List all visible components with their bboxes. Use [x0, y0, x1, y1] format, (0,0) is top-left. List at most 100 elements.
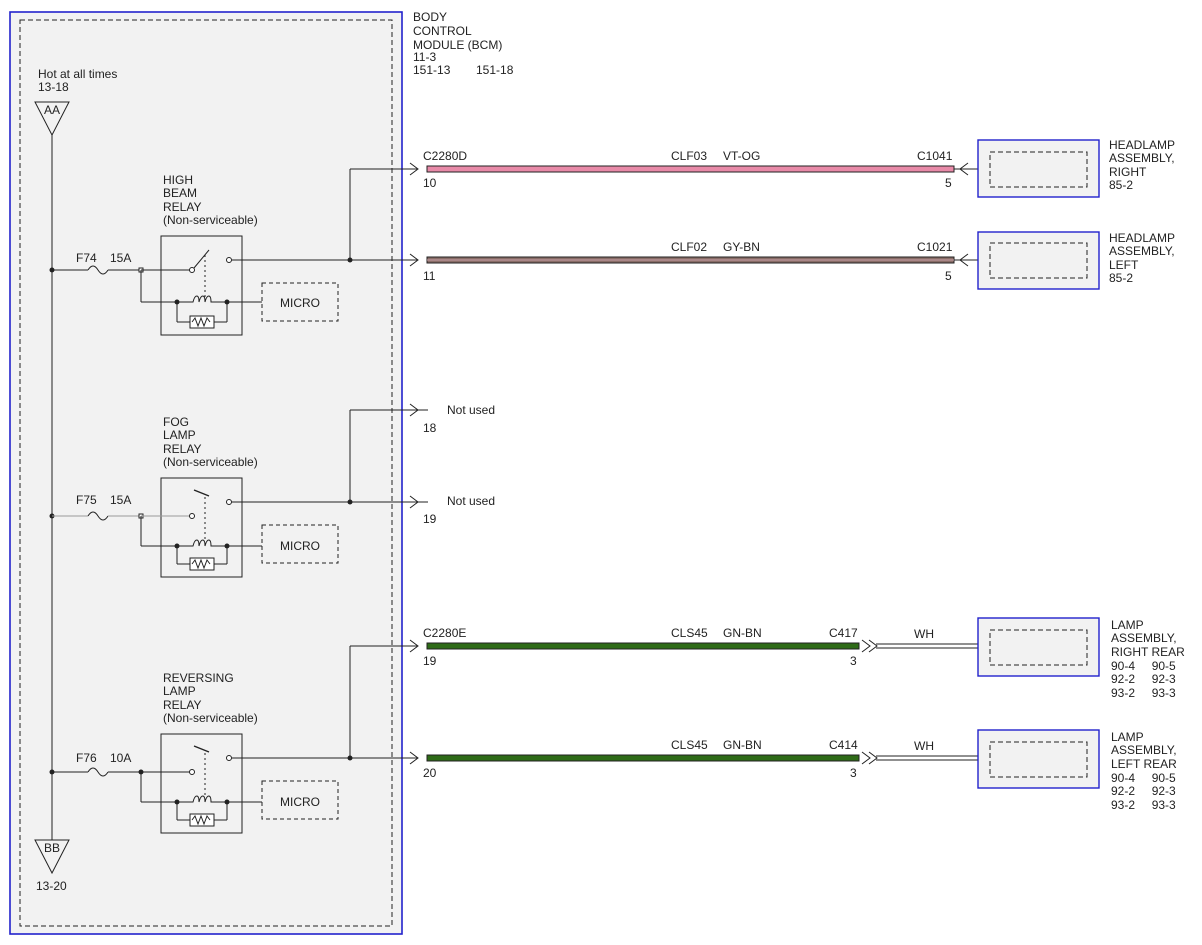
- component-line: LAMP: [1111, 730, 1144, 744]
- fuse-label: F75: [76, 493, 97, 507]
- micro-label: MICRO: [280, 296, 320, 310]
- component-line: ASSEMBLY,: [1111, 631, 1177, 645]
- micro-label: MICRO: [280, 795, 320, 809]
- relay-title-line: HIGH: [163, 173, 193, 187]
- power-ref-bottom: 13-20: [36, 879, 67, 893]
- far-pin: 5: [945, 269, 952, 283]
- circuit-color: VT-OG: [723, 149, 760, 163]
- relay-title-line: FOG: [163, 415, 189, 429]
- bcm-pin: 10: [423, 176, 437, 190]
- power-ref-top: 13-18: [38, 80, 69, 94]
- bcm-title-line-1: BODY: [413, 10, 447, 24]
- component-line: 93-2 93-3: [1111, 686, 1176, 700]
- component-line: 93-2 93-3: [1111, 798, 1176, 812]
- circuit-color: GY-BN: [723, 240, 760, 254]
- relay-fog-lamp: FOG LAMP RELAY (Non-serviceable) F75 15A…: [49, 409, 417, 578]
- bcm-pin: 11: [423, 269, 436, 283]
- fuse-symbol: [87, 511, 109, 521]
- bcm-connector-label: C2280E: [423, 626, 466, 640]
- extension-color: WH: [914, 739, 934, 753]
- circuit-clf03: C2280D 10 CLF03 VT-OG C1041 5: [423, 149, 978, 190]
- relay-title-line: LAMP: [163, 684, 196, 698]
- fuse-symbol: [87, 767, 109, 777]
- bcm-pin: 19: [423, 654, 437, 668]
- fuse-amps: 10A: [110, 751, 131, 765]
- micro-box: [261, 282, 339, 322]
- headlamp-left: HEADLAMP ASSEMBLY, LEFT 85-2: [977, 231, 1175, 290]
- relay-switch-arm: [193, 249, 210, 269]
- component-line: 85-2: [1109, 178, 1133, 192]
- far-pin: 5: [945, 176, 952, 190]
- fuse-label: F74: [76, 251, 97, 265]
- relay-title-line: (Non-serviceable): [163, 213, 258, 227]
- fuse-amps: 15A: [110, 251, 131, 265]
- component-line: 90-4 90-5: [1111, 771, 1176, 785]
- relay-title-line: REVERSING: [163, 671, 234, 685]
- relay-coil: [177, 539, 227, 547]
- bcm-ref-2: 151-13: [413, 63, 451, 77]
- component-line: 85-2: [1109, 271, 1133, 285]
- far-connector-label: C414: [829, 738, 858, 752]
- far-connector-label: C1021: [917, 240, 953, 254]
- bcm-title-line-3: MODULE (BCM): [413, 38, 502, 52]
- fuse-symbol: [87, 265, 109, 275]
- relay-title-line: RELAY: [163, 442, 201, 456]
- relay-reversing-lamp: REVERSING LAMP RELAY (Non-serviceable) F…: [49, 645, 417, 834]
- far-pin: 3: [850, 766, 857, 780]
- component-line: 90-4 90-5: [1111, 659, 1176, 673]
- lamp-right-rear: LAMP ASSEMBLY, RIGHT REAR 90-4 90-5 92-2…: [977, 617, 1185, 700]
- headlamp-right: HEADLAMP ASSEMBLY, RIGHT 85-2: [977, 138, 1175, 198]
- unused-label: Not used: [447, 403, 495, 417]
- bcm-connector-arrows: [409, 162, 428, 765]
- relay-title-line: RELAY: [163, 200, 201, 214]
- component-line: RIGHT REAR: [1111, 645, 1185, 659]
- component-line: HEADLAMP: [1109, 138, 1175, 152]
- circuit-clf02: 11 CLF02 GY-BN C1021 5: [423, 240, 978, 283]
- component-line: RIGHT: [1109, 165, 1147, 179]
- bcm-ref-3: 151-18: [476, 63, 514, 77]
- relay-coil: [177, 795, 227, 803]
- fuse-label: F76: [76, 751, 97, 765]
- circuit-number: CLF03: [671, 149, 707, 163]
- fuse-amps: 15A: [110, 493, 131, 507]
- bcm-module-inner-dashed: [19, 19, 393, 927]
- component-line: ASSEMBLY,: [1109, 244, 1175, 258]
- bcm-ref-1: 11-3: [413, 50, 436, 64]
- far-pin: 3: [850, 654, 857, 668]
- bcm-pin: 20: [423, 766, 437, 780]
- connector-bb-label: BB: [44, 841, 60, 855]
- circuit-color: GN-BN: [723, 738, 762, 752]
- component-line: 92-2 92-3: [1111, 672, 1176, 686]
- unused-label: Not used: [447, 494, 495, 508]
- bcm-title-line-2: CONTROL: [413, 24, 472, 38]
- component-line: 92-2 92-3: [1111, 784, 1176, 798]
- unused-pins: Not used 18 Not used 19: [423, 403, 495, 526]
- extension-color: WH: [914, 627, 934, 641]
- wire-clf03: [426, 165, 955, 173]
- relay-high-beam: HIGH BEAM RELAY (Non-serviceable) F74 15…: [49, 168, 417, 336]
- far-connector-label: C417: [829, 626, 858, 640]
- wire-cls45: [426, 754, 860, 762]
- lamp-left-rear: LAMP ASSEMBLY, LEFT REAR 90-4 90-5 92-2 …: [977, 729, 1177, 812]
- relay-title-line: BEAM: [163, 186, 197, 200]
- relay-title-line: (Non-serviceable): [163, 455, 258, 469]
- connector-aa-label: AA: [44, 103, 60, 117]
- micro-label: MICRO: [280, 539, 320, 553]
- component-line: ASSEMBLY,: [1111, 743, 1177, 757]
- circuit-number: CLS45: [671, 626, 708, 640]
- power-label: Hot at all times: [38, 67, 117, 81]
- far-connector-label: C1041: [917, 149, 953, 163]
- micro-box: [261, 524, 339, 564]
- unused-pin: 18: [423, 421, 437, 435]
- unused-pin: 19: [423, 512, 437, 526]
- component-line: HEADLAMP: [1109, 231, 1175, 245]
- circuit-cls45-right-rear: C2280E 19 CLS45 GN-BN C417 3 WH: [423, 626, 978, 668]
- relay-title-line: RELAY: [163, 698, 201, 712]
- circuit-color: GN-BN: [723, 626, 762, 640]
- circuit-cls45-left-rear: 20 CLS45 GN-BN C414 3 WH: [423, 738, 978, 780]
- relay-switch-arm: [193, 489, 210, 497]
- component-line: ASSEMBLY,: [1109, 151, 1175, 165]
- relay-switch-arm: [193, 745, 210, 753]
- relay-title-line: (Non-serviceable): [163, 711, 258, 725]
